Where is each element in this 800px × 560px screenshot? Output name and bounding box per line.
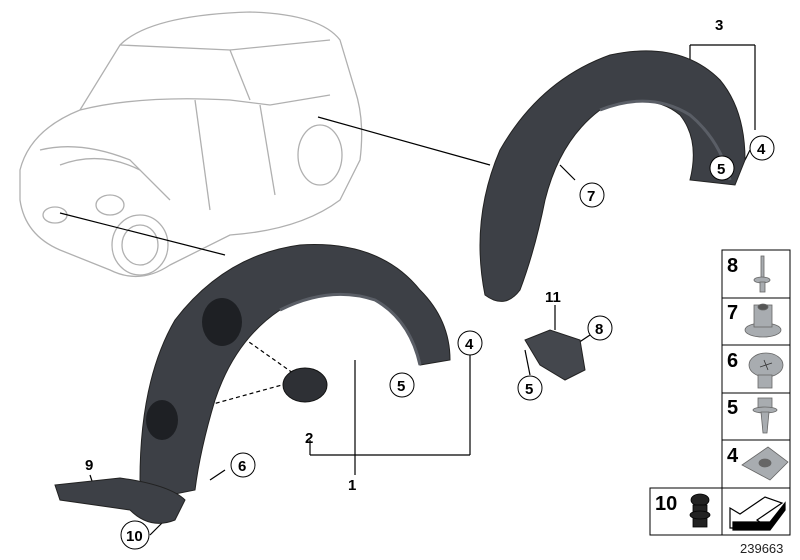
legend-4: 4 (727, 445, 739, 467)
callout-labels: 1 2 3 4 4 5 5 5 6 7 8 9 10 11 (85, 17, 775, 550)
svg-text:7: 7 (587, 188, 595, 205)
part-9-panel (54, 477, 186, 524)
callout-3: 3 (715, 17, 723, 34)
svg-text:4: 4 (757, 141, 766, 158)
callout-5-rear: 5 (709, 155, 735, 181)
legend-labels: 8 7 6 5 4 10 (655, 255, 739, 515)
hardware-legend (649, 249, 791, 536)
nut-icon (744, 303, 782, 338)
callout-4-rear: 4 (749, 135, 775, 161)
callout-2: 2 (305, 430, 313, 447)
callout-8: 8 (587, 315, 613, 341)
legend-10: 10 (655, 493, 677, 515)
svg-text:5: 5 (525, 381, 533, 398)
svg-text:8: 8 (595, 321, 603, 338)
callout-7: 7 (579, 182, 605, 208)
svg-text:5: 5 (397, 378, 405, 395)
legend-icons (689, 255, 789, 531)
legend-6: 6 (727, 350, 738, 372)
callout-1: 1 (348, 477, 356, 494)
legend-5: 5 (727, 397, 738, 419)
expanding-clip-icon (748, 352, 784, 389)
svg-text:10: 10 (126, 528, 143, 545)
callout-10: 10 (120, 520, 150, 550)
svg-text:5: 5 (717, 161, 725, 178)
push-clip-icon (689, 493, 711, 528)
callout-5-bracket: 5 (517, 375, 543, 401)
diagram-number: 239663 (740, 541, 783, 556)
callout-5-front: 5 (389, 372, 415, 398)
legend-7: 7 (727, 302, 738, 324)
callout-4-front: 4 (457, 330, 483, 356)
rivet-icon (753, 255, 771, 293)
callout-11: 11 (545, 289, 561, 306)
svg-text:6: 6 (238, 458, 246, 475)
callout-6: 6 (230, 452, 256, 478)
car-outline (19, 11, 363, 278)
direction-arrow-icon (729, 496, 786, 531)
cover-part-2 (282, 367, 328, 403)
clip-nut-icon (741, 446, 789, 481)
legend-8: 8 (727, 255, 738, 277)
part-11-bracket (524, 329, 586, 381)
hex-screw-icon (752, 397, 778, 434)
callout-9: 9 (85, 457, 93, 474)
rear-wheel-arch-liner (479, 50, 746, 302)
svg-text:4: 4 (465, 336, 474, 353)
